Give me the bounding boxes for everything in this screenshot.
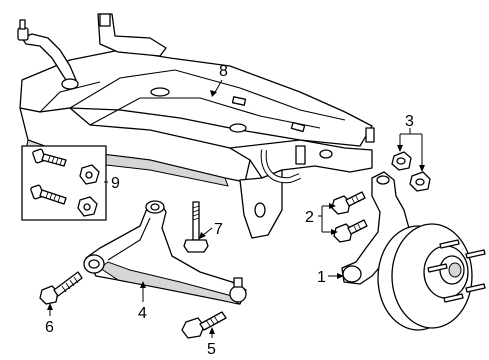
- callout-1: 1: [317, 269, 326, 286]
- nut-3-left: [391, 151, 412, 171]
- bolt-2-lower: [333, 219, 368, 243]
- kit-bolt-upper: [32, 148, 67, 167]
- callout-5: 5: [207, 341, 216, 358]
- nut-3-right: [409, 171, 431, 192]
- callout-4: 4: [138, 305, 147, 322]
- bolt-5: [181, 311, 227, 339]
- stabilizer-link: [17, 19, 79, 90]
- wheel-hub: [377, 223, 486, 331]
- hose-loop: [260, 149, 302, 184]
- callout-2: 2: [305, 209, 314, 226]
- callout-7: 7: [214, 221, 223, 238]
- leader-lines: [47, 79, 425, 338]
- bolt-2-upper: [331, 191, 366, 215]
- callout-6: 6: [45, 319, 54, 336]
- callout-9: 9: [111, 175, 120, 192]
- hardware-kit-box: [21, 145, 107, 221]
- callout-8: 8: [219, 63, 228, 80]
- kit-bolt-lower: [30, 184, 67, 205]
- lower-control-arm: [83, 200, 247, 305]
- kit-nut-upper: [79, 164, 100, 185]
- steering-knuckle: [341, 171, 411, 285]
- wheel-studs: [427, 239, 486, 303]
- bolt-6: [39, 271, 83, 305]
- kit-nut-lower: [77, 196, 98, 217]
- bolt-7: [183, 201, 209, 253]
- callout-3: 3: [405, 113, 414, 130]
